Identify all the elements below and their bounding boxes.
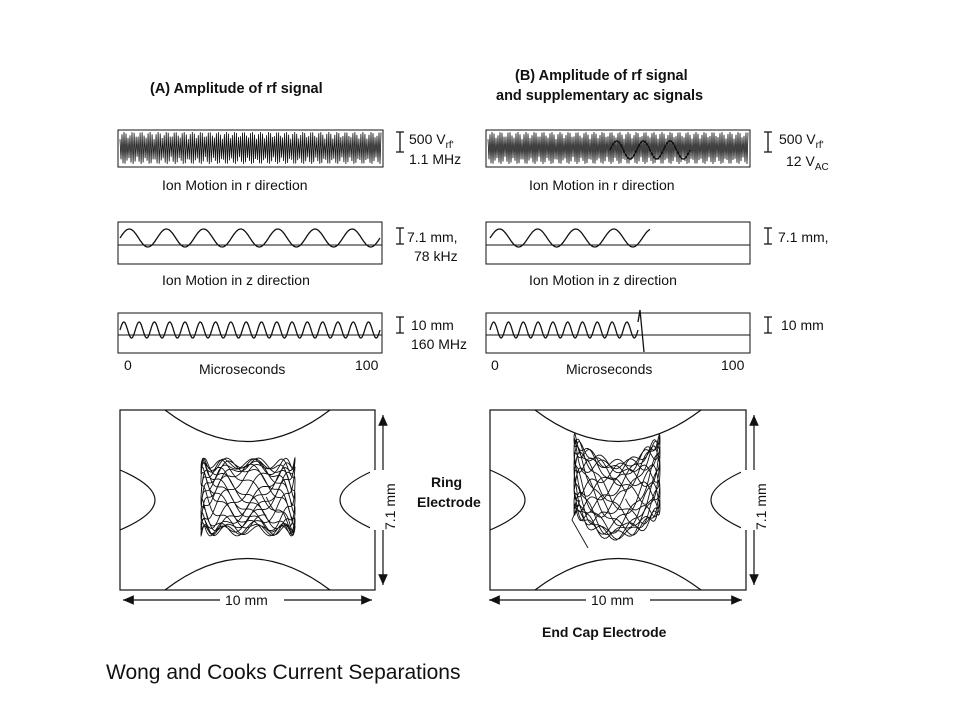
panel-b-axis-end: 100 (721, 357, 745, 373)
panel-a-z-scale-bar (396, 316, 404, 334)
panel-b-trap-cross-section (489, 409, 747, 591)
panel-a-width-label: 10 mm (225, 592, 268, 608)
panel-a-r-scale-distance: 7.1 mm, (407, 229, 458, 245)
panel-b-ion-trajectory (571, 433, 661, 549)
panel-a-rf-amplitude: 500 Vrf' (409, 131, 454, 151)
panel-b-r-caption: Ion Motion in r direction (529, 177, 675, 193)
panel-a-r-scale-frequency: 78 kHz (414, 248, 458, 264)
panel-a-ion-trajectory (200, 456, 296, 538)
panel-a-rf-signal (117, 129, 384, 168)
panel-b-rf-signal (485, 129, 751, 168)
panel-a-axis-start: 0 (124, 357, 132, 373)
panel-b-axis-start: 0 (491, 357, 499, 373)
panel-a-r-motion-plot (117, 221, 383, 265)
panel-b-z-motion-plot (485, 309, 751, 354)
panel-a-trap-cross-section (119, 409, 376, 591)
panel-a-title: (A) Amplitude of rf signal (150, 81, 323, 97)
panel-a-rf-frequency: 1.1 MHz (409, 151, 461, 167)
panel-a-z-motion-plot (117, 312, 383, 354)
panel-a-height-dimension (370, 415, 396, 585)
panel-a-r-caption: Ion Motion in r direction (162, 177, 308, 193)
panel-a-z-scale-frequency: 160 MHz (411, 336, 467, 352)
panel-b-r-scale-bar (764, 227, 772, 245)
panel-b-height-label: 7.1 mm (753, 483, 769, 530)
panel-b-rf-scale-bar (764, 131, 772, 153)
panel-b-height-dimension (741, 415, 767, 585)
panel-a-z-scale-distance: 10 mm (411, 317, 454, 333)
panel-b-z-scale-distance: 10 mm (781, 317, 824, 333)
ring-electrode-label-line2: Electrode (417, 494, 481, 510)
panel-b-z-caption: Ion Motion in z direction (529, 272, 677, 288)
panel-b-ac-amplitude: 12 VAC (786, 153, 829, 173)
panel-a-rf-scale-bar (396, 131, 404, 153)
panel-a-r-scale-bar (396, 227, 404, 245)
panel-b-r-scale-distance: 7.1 mm, (778, 229, 829, 245)
panel-a-height-label: 7.1 mm (382, 483, 398, 530)
panel-a-z-caption: Ion Motion in z direction (162, 272, 310, 288)
panel-a-width-dimension (123, 592, 372, 608)
panel-b-width-label: 10 mm (591, 592, 634, 608)
panel-a-axis-label: Microseconds (199, 361, 285, 377)
ring-electrode-label-line1: Ring (431, 474, 462, 490)
panel-b-width-dimension (489, 592, 742, 608)
panel-b-rf-amplitude: 500 Vrf' (779, 131, 824, 151)
panel-b-axis-label: Microseconds (566, 361, 652, 377)
end-cap-electrode-label: End Cap Electrode (542, 624, 667, 640)
slide-caption: Wong and Cooks Current Separations (106, 661, 461, 684)
panel-b-title-line2: and supplementary ac signals (496, 88, 703, 104)
panel-a-axis-end: 100 (355, 357, 379, 373)
panel-b-title-line1: (B) Amplitude of rf signal (515, 68, 688, 84)
panel-b-z-scale-bar (764, 316, 772, 334)
panel-b-r-motion-plot (485, 221, 751, 265)
